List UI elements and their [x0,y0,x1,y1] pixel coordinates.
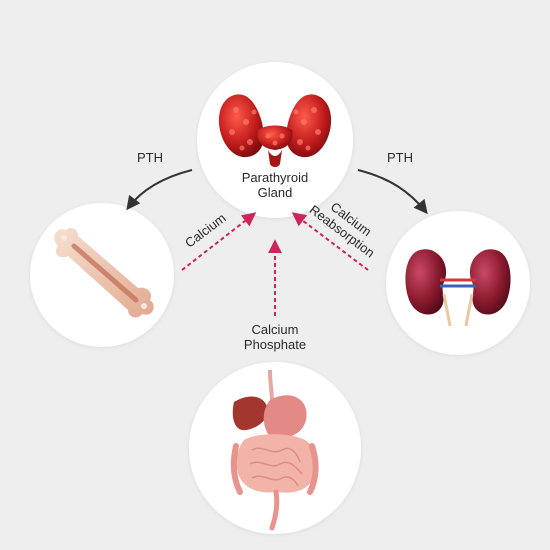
pth-label-right: PTH [387,150,413,165]
pth-label-left: PTH [137,150,163,165]
kidneys-icon [405,249,511,327]
kidneys-node [386,211,530,355]
calcium-phosphate-label-line2: Phosphate [244,337,306,352]
calcium-arrow-from-bone [181,212,257,271]
digestive-system-icon [230,369,319,531]
calcium-reabsorption-arrow [291,212,369,271]
calcium-phosphate-label-line1: Calcium [252,322,299,337]
bone-icon [54,228,154,318]
parathyroid-gland-icon [218,94,332,167]
parathyroid-label-line2: Gland [258,185,293,200]
pth-arrow-to-bone [126,169,193,211]
parathyroid-label-line1: Parathyroid [242,170,308,185]
calcium-label-bone: Calcium [182,210,229,250]
pth-arrow-to-kidneys [357,169,428,215]
